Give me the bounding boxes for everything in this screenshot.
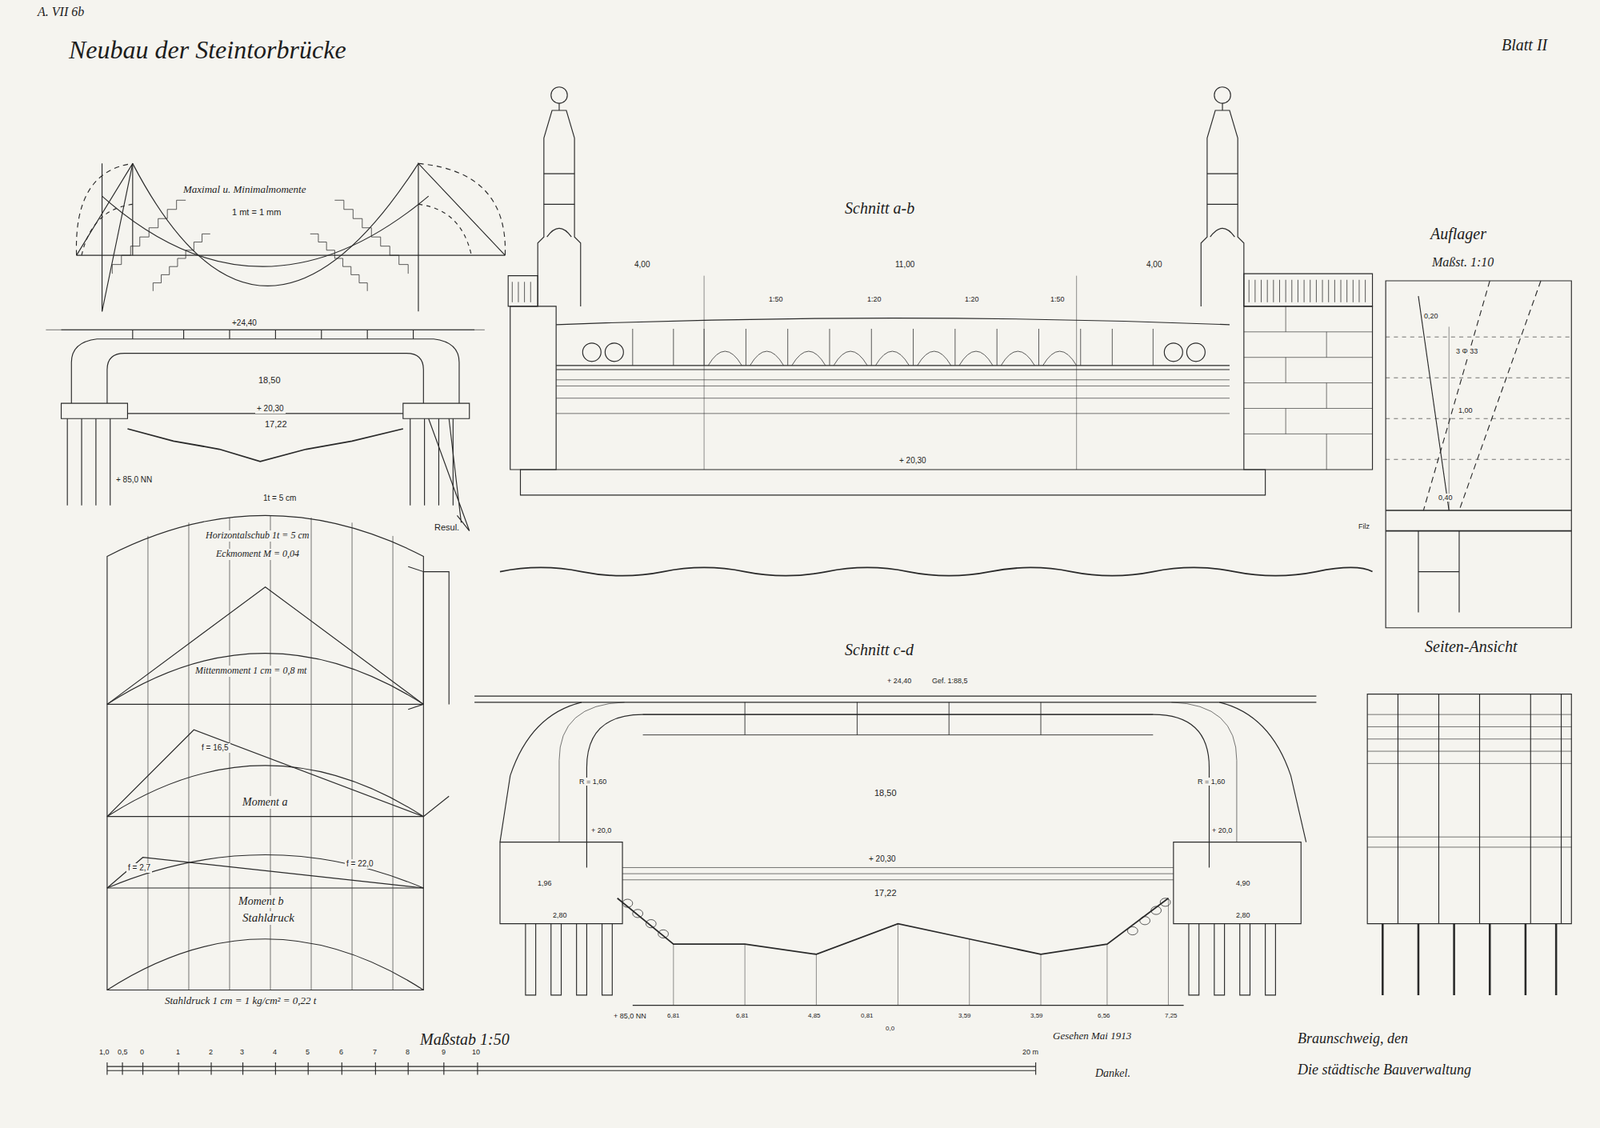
longitudinal-section (500, 87, 1373, 576)
dimension-label: Gef. 1:88,5 (930, 676, 970, 685)
dimension-label: 8 (404, 1048, 412, 1056)
dimension-label: 6,81 (734, 1012, 751, 1020)
dimension-label: 7 (371, 1048, 379, 1056)
dimension-label: 1:50 (767, 295, 785, 304)
dimension-label: 0,81 (859, 1012, 876, 1020)
bearing-detail (1385, 280, 1572, 628)
dimension-label: Filz (1356, 522, 1372, 531)
dimension-label: 0 (138, 1048, 146, 1056)
dimension-label: 7,25 (1163, 1012, 1180, 1020)
dimension-label: 3,59 (1028, 1012, 1045, 1020)
drawing-line (632, 328, 1154, 366)
dimension-label: 0,0 (884, 1024, 896, 1032)
dimension-label: + 20,30 (867, 854, 898, 864)
small-section (45, 329, 484, 531)
dimension-label: + 85,0 NN (612, 1012, 648, 1020)
cross-section (474, 696, 1316, 1005)
dimension-label: 4,00 (632, 260, 652, 270)
dimension-label: 1:50 (1048, 295, 1067, 304)
dimension-label: 9 (440, 1048, 448, 1056)
dimension-label: + 20,30 (897, 456, 928, 466)
dimension-label: R = 1,60 (577, 777, 608, 786)
dimension-label: f = 16,5 (200, 743, 231, 753)
dimension-label: + 20,0 (589, 826, 613, 835)
drawing-heading: A. VII 6b (36, 4, 86, 20)
dimension-label: +24,40 (230, 318, 259, 328)
drawing-heading: Seiten-Ansicht (1423, 637, 1520, 656)
dimension-label: 3 Φ 33 (1454, 347, 1480, 356)
dimension-label: 3,59 (956, 1012, 973, 1020)
dimension-label: 1t = 5 cm (261, 493, 298, 504)
drawing-line (622, 898, 1171, 939)
dimension-label: 17,22 (263, 419, 289, 430)
dimension-label: + 20,0 (1210, 826, 1234, 835)
dimension-label: 6 (337, 1048, 345, 1056)
moment-diagram (76, 163, 505, 312)
dimension-label: 0,40 (1436, 493, 1455, 502)
dimension-label: + 24,40 (885, 676, 913, 685)
drawing-heading: Maximal u. Minimalmomente (181, 184, 308, 196)
dimension-label: 1:20 (963, 295, 981, 304)
drawing-heading: Schnitt a-b (843, 199, 916, 218)
drawing-heading: Mittenmoment 1 cm = 0,8 mt (193, 665, 308, 677)
dimension-label: 4 (271, 1048, 279, 1056)
dimension-label: 6,81 (665, 1012, 682, 1020)
side-view (1367, 694, 1572, 996)
drawing-heading: Eckmoment M = 0,04 (214, 548, 301, 560)
dimension-label: 3 (238, 1048, 246, 1056)
dimension-label: 2,80 (1234, 911, 1252, 920)
dimension-label: 18,50 (256, 375, 283, 386)
drawing-heading: Die städtische Bauverwaltung (1296, 1061, 1473, 1079)
dimension-label: 0,5 (116, 1048, 130, 1056)
dimension-label: 0,20 (1422, 312, 1440, 320)
dimension-label: 1,96 (536, 879, 554, 888)
drawing-heading: Stahldruck (240, 911, 296, 925)
drawing-heading: Auflager (1428, 224, 1488, 244)
drawing-heading: Stahldruck 1 cm = 1 kg/cm² = 0,22 t (163, 995, 318, 1008)
dimension-label: 1,0 (97, 1048, 112, 1056)
dimension-label: 1 (174, 1048, 182, 1056)
dimension-label: 1 mt = 1 mm (230, 207, 283, 218)
dimension-label: 1,00 (1456, 406, 1475, 415)
dimension-label: 4,85 (806, 1012, 823, 1020)
dimension-label: 1:20 (865, 295, 884, 304)
drawing-heading: Dankel. (1093, 1067, 1132, 1080)
dimension-label: R = 1,60 (1196, 777, 1227, 786)
dimension-label: f = 2,7 (126, 863, 152, 873)
dimension-label: f = 22,0 (344, 859, 376, 869)
dimension-label: 17,22 (872, 888, 899, 899)
drawing-line (112, 200, 408, 292)
drawing-heading: Braunschweig, den (1296, 1030, 1410, 1048)
dimension-label: 2 (207, 1048, 215, 1056)
dimension-label: 10 (470, 1048, 482, 1056)
scale-bar (107, 1062, 1036, 1075)
drawing-heading: Horizontalschub 1t = 5 cm (204, 530, 311, 542)
drawing-line (512, 280, 1365, 303)
dimension-label: 18,50 (872, 788, 899, 799)
dimension-label: 4,00 (1144, 260, 1164, 270)
dimension-label: Resul. (432, 522, 461, 533)
dimension-label: 6,56 (1096, 1012, 1112, 1020)
drawing-heading: Gesehen Mai 1913 (1051, 1030, 1133, 1043)
dimension-label: 20 m (1020, 1048, 1040, 1056)
dimension-label: + 20,30 (255, 404, 286, 414)
drawing-title: Neubau der Steintorbrücke (66, 35, 349, 65)
dimension-label: 5 (304, 1048, 312, 1056)
drawing-heading: Maßstab 1:50 (418, 1030, 512, 1049)
dimension-label: 4,90 (1234, 879, 1252, 888)
drawing-heading: Blatt II (1500, 36, 1549, 55)
drawing-heading: Maßst. 1:10 (1430, 255, 1496, 270)
force-diagrams (107, 515, 449, 990)
dimension-label: + 85,0 NN (114, 475, 154, 485)
drawing-heading: Schnitt c-d (843, 640, 916, 660)
drawing-heading: Moment b (236, 895, 285, 908)
drawing-heading: Moment a (240, 796, 289, 809)
dimension-label: 11,00 (893, 260, 916, 270)
dimension-label: 2,80 (551, 911, 569, 920)
